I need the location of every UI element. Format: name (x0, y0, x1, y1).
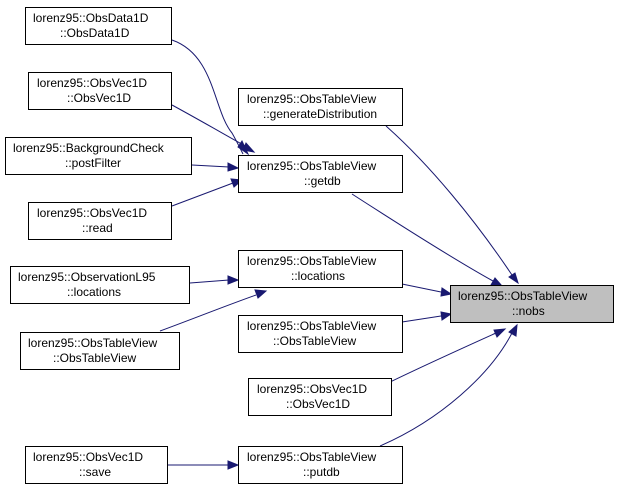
edge-obsvec1dmid-to-nobs (387, 328, 507, 384)
node-obsvec1d-ctor-mid-line2: ::ObsVec1D (286, 397, 350, 411)
node-otv-ctor-left-line2: ::ObsTableView (53, 351, 136, 365)
node-locations-line1: lorenz95::ObsTableView (247, 254, 377, 268)
node-getdb-line1: lorenz95::ObsTableView (247, 159, 377, 173)
node-obsvec1d-ctor-top[interactable]: lorenz95::ObsVec1D ::ObsVec1D (28, 72, 172, 110)
node-gendist[interactable]: lorenz95::ObsTableView ::generateDistrib… (238, 88, 403, 126)
node-obsdata1d-line2: ::ObsData1D (60, 26, 130, 40)
node-getdb[interactable]: lorenz95::ObsTableView ::getdb (238, 155, 403, 193)
node-obsvec1d-ctor-top-line1: lorenz95::ObsVec1D (37, 76, 147, 90)
node-nobs[interactable]: lorenz95::ObsTableView ::nobs (450, 285, 614, 323)
edge-putdb-to-nobs (379, 323, 518, 447)
node-obsvec1d-ctor-mid[interactable]: lorenz95::ObsVec1D ::ObsVec1D (248, 378, 392, 416)
node-save-line2: ::save (79, 465, 111, 479)
node-otv-ctor-left-line1: lorenz95::ObsTableView (28, 336, 158, 350)
node-obsvec1d-ctor-top-line2: ::ObsVec1D (67, 91, 131, 105)
node-bgcheck[interactable]: lorenz95::BackgroundCheck ::postFilter (5, 137, 192, 175)
node-putdb[interactable]: lorenz95::ObsTableView ::putdb (238, 446, 403, 484)
node-bgcheck-line2: ::postFilter (65, 156, 121, 170)
edge-obsvec1d-to-getdb (171, 104, 256, 153)
node-getdb-line2: ::getdb (304, 174, 341, 188)
node-obsvec1d-ctor-mid-line1: lorenz95::ObsVec1D (257, 382, 367, 396)
nodes: lorenz95::ObsData1D ::ObsData1D lorenz95… (5, 7, 614, 484)
node-locations-line2: ::locations (291, 269, 345, 283)
node-gendist-line1: lorenz95::ObsTableView (247, 92, 377, 106)
edge-obsl95-to-locations (189, 275, 240, 285)
node-obsl95[interactable]: lorenz95::ObservationL95 ::locations (10, 266, 190, 304)
edge-gendist-to-nobs (385, 125, 519, 285)
node-save[interactable]: lorenz95::ObsVec1D ::save (25, 446, 168, 484)
node-nobs-line2: ::nobs (512, 304, 545, 318)
node-gendist-line2: ::generateDistribution (263, 107, 377, 121)
node-read-line1: lorenz95::ObsVec1D (37, 206, 147, 220)
node-otv-ctor-mid[interactable]: lorenz95::ObsTableView ::ObsTableView (238, 315, 403, 353)
node-obsdata1d[interactable]: lorenz95::ObsData1D ::ObsData1D (25, 7, 172, 45)
edge-otvctor-to-locations (159, 289, 268, 332)
node-putdb-line1: lorenz95::ObsTableView (247, 450, 377, 464)
node-putdb-line2: ::putdb (303, 465, 340, 479)
node-obsl95-line1: lorenz95::ObservationL95 (18, 270, 156, 284)
node-locations[interactable]: lorenz95::ObsTableView ::locations (238, 250, 403, 288)
edge-save-to-putdb (168, 460, 240, 470)
node-read-line2: ::read (82, 221, 113, 235)
node-read[interactable]: lorenz95::ObsVec1D ::read (28, 202, 172, 240)
edge-locations-to-nobs (401, 283, 453, 297)
node-otv-ctor-left[interactable]: lorenz95::ObsTableView ::ObsTableView (20, 332, 180, 370)
node-nobs-line1: lorenz95::ObsTableView (458, 289, 588, 303)
edge-read-to-getdb (171, 178, 244, 207)
node-bgcheck-line1: lorenz95::BackgroundCheck (13, 141, 165, 155)
edge-bgcheck-to-getdb (191, 162, 240, 172)
node-obsl95-line2: ::locations (67, 285, 121, 299)
node-otv-ctor-mid-line1: lorenz95::ObsTableView (247, 319, 377, 333)
node-save-line1: lorenz95::ObsVec1D (33, 450, 143, 464)
node-obsdata1d-line1: lorenz95::ObsData1D (33, 11, 149, 25)
edge-otvctormid-to-nobs (401, 311, 453, 323)
edge-obsdata1d-to-getdb (171, 39, 250, 156)
node-otv-ctor-mid-line2: ::ObsTableView (273, 334, 356, 348)
